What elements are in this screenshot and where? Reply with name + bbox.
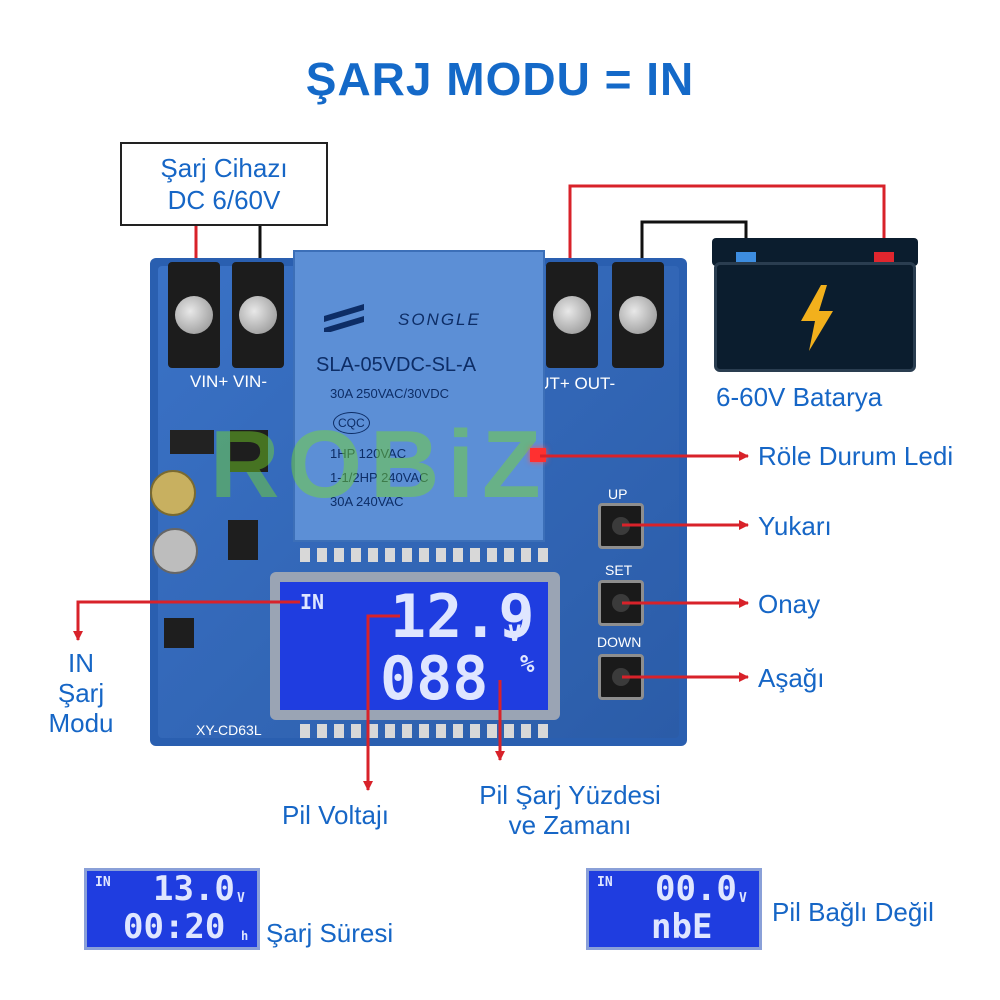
annotation-relay-led: Röle Durum Ledi [758, 441, 954, 471]
up-button-label: UP [608, 486, 628, 502]
annotation-set: Onay [758, 589, 821, 619]
relay-rating: 30A 240VAC [330, 494, 404, 509]
terminal-out-minus [612, 262, 664, 368]
annotation-voltage: Pil Voltajı [282, 800, 389, 830]
relay [293, 250, 545, 542]
terminal-vin-plus [168, 262, 220, 368]
example-nobattery-status: nbE [651, 907, 713, 947]
songle-logo-icon [320, 302, 368, 334]
relay-status-led [530, 448, 546, 462]
out-label: OUT+ OUT- [524, 374, 616, 393]
screw-icon [239, 296, 277, 334]
terminal-vin-minus [232, 262, 284, 368]
charger-label-line1: Şarj Cihazı [160, 153, 288, 183]
charger-box: Şarj Cihazı DC 6/60V [120, 142, 328, 226]
pin-header [300, 548, 548, 562]
caption-charging-time: Şarj Süresi [266, 918, 394, 948]
relay-rating: 30A 250VAC/30VDC [330, 386, 449, 401]
main-lcd: IN 12.9 V 088 % [280, 582, 548, 714]
capacitor [152, 528, 198, 574]
down-button-label: DOWN [597, 634, 642, 650]
screw-icon [175, 296, 213, 334]
relay-rating: 1HP 120VAC [330, 446, 407, 461]
arrow-voltage [363, 614, 400, 791]
lcd-mode: IN [300, 590, 325, 614]
watermark: ROBiZ [210, 411, 549, 518]
annotation-percent: Pil Şarj Yüzdesi ve Zamanı [479, 780, 661, 840]
ic-chip [230, 430, 268, 472]
battery-icon [714, 262, 916, 372]
lcd-voltage-unit: V [508, 622, 522, 647]
relay-rating: 1-1/2HP 240VAC [330, 470, 429, 485]
lcd-voltage: 12.9 [390, 582, 535, 652]
example-charging-voltage: 13.0 [153, 869, 235, 909]
terminal-out-plus [546, 262, 598, 368]
lcd-percent: 088 [380, 644, 489, 714]
relay-brand: SONGLE [398, 310, 481, 329]
annotation-down: Aşağı [758, 663, 825, 693]
charger-label-line2: DC 6/60V [167, 185, 281, 215]
battery-label: 6-60V Batarya [716, 382, 883, 412]
chip [170, 430, 214, 454]
screw-icon [619, 296, 657, 334]
example-charging-time: 00:20 [123, 907, 226, 947]
vin-label: VIN+ VIN- [190, 372, 267, 391]
example-lcd-charging: IN 13.0 V 00:20 h [84, 868, 260, 950]
cqc-mark: CQC [333, 412, 370, 434]
battery-positive-wire [568, 184, 886, 300]
lightning-icon [801, 285, 833, 351]
annotation-up: Yukarı [758, 511, 832, 541]
pin-header [300, 724, 548, 738]
inductor [228, 520, 258, 560]
caption-no-battery: Pil Bağlı Değil [772, 897, 934, 927]
annotation-mode: IN Şarj Modu [48, 648, 114, 738]
page-title: ŞARJ MODU = IN [305, 53, 695, 105]
set-button-label: SET [605, 562, 633, 578]
example-lcd-no-battery: IN 00.0 V nbE [586, 868, 762, 950]
arrow-mode [73, 600, 300, 641]
capacitor [150, 470, 196, 516]
screw-icon [553, 296, 591, 334]
relay-model: SLA-05VDC-SL-A [316, 354, 477, 376]
example-nobattery-voltage: 00.0 [655, 869, 737, 909]
lcd-percent-unit: % [520, 650, 535, 678]
board-model-label: XY-CD63L [196, 722, 262, 738]
regulator-chip [164, 618, 194, 648]
